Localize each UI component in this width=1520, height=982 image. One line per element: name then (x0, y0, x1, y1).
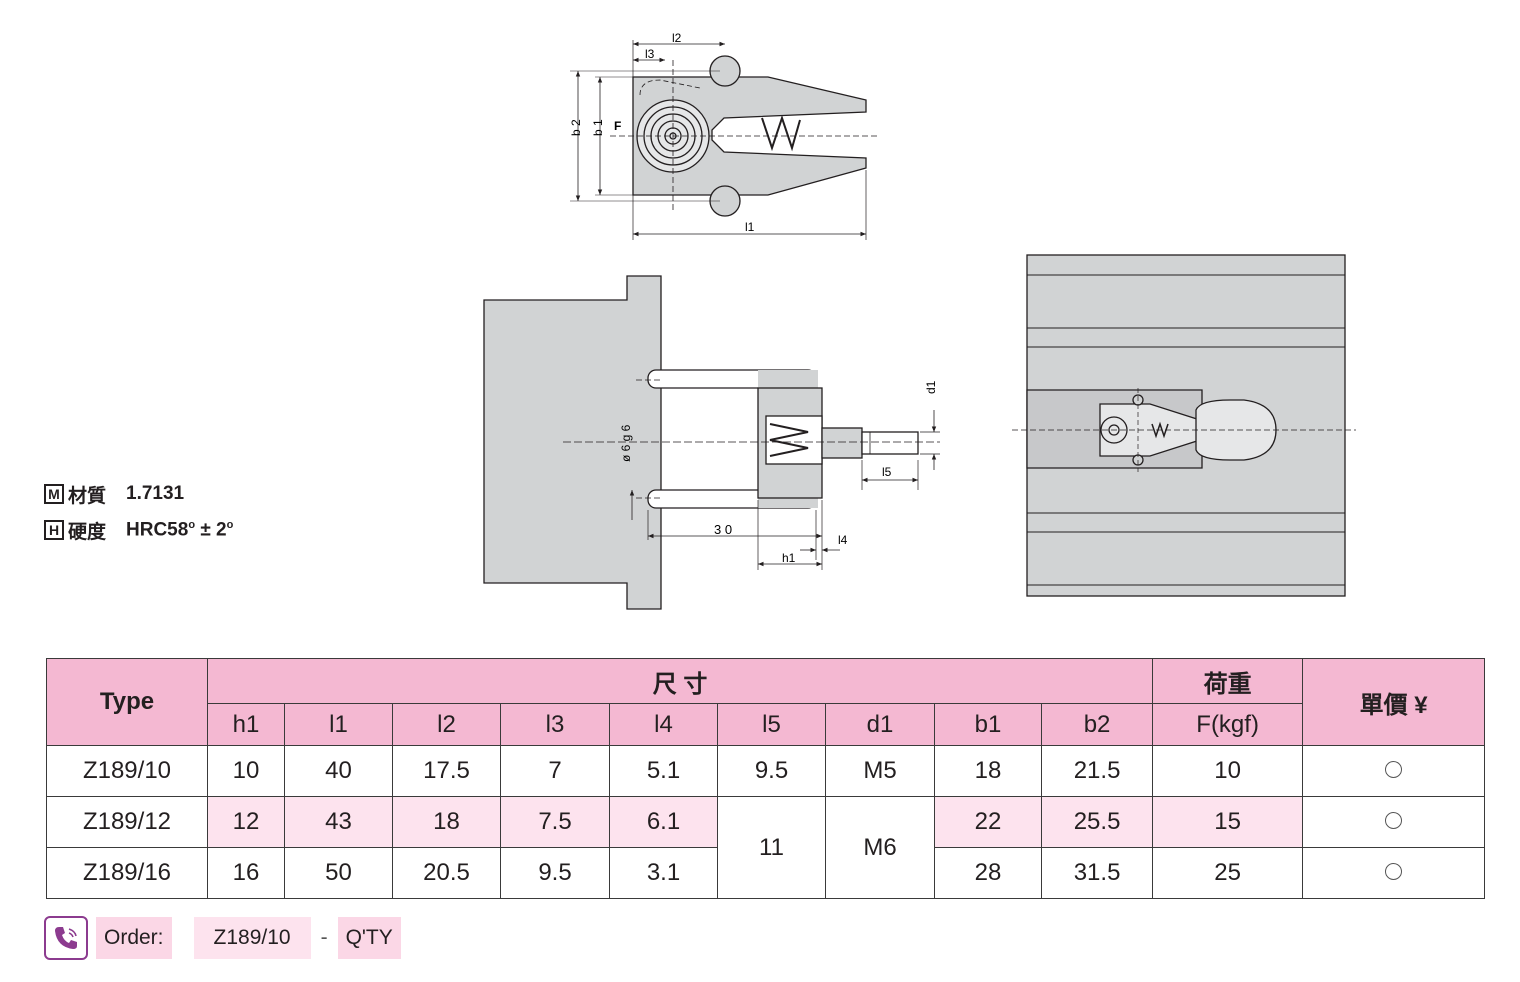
cell-l2: 17.5 (392, 745, 501, 797)
cell-l3: 7 (500, 745, 610, 797)
cell-l2: 18 (392, 796, 501, 848)
col-l2: l2 (392, 703, 501, 746)
material-info: M 材質 1.7131 H 硬度 HRC58o ± 2o (44, 476, 233, 548)
dim-l5-label: l5 (882, 465, 892, 479)
material-label: 材質 (68, 485, 107, 507)
col-d1: d1 (825, 703, 935, 746)
side-view-drawing (483, 275, 940, 610)
header-load: 荷重 (1152, 658, 1304, 704)
cell-b2: 21.5 (1040, 745, 1154, 797)
order-model[interactable]: Z189/10 (193, 917, 311, 959)
material-row: M 材質 1.7131 (44, 476, 233, 512)
order-qty[interactable]: Q'TY (337, 917, 401, 959)
cell-l1: 50 (284, 847, 393, 899)
header-type: Type (46, 658, 208, 746)
col-l5: l5 (717, 703, 826, 746)
cell-l1: 43 (284, 796, 393, 848)
cell-h1: 10 (207, 745, 285, 797)
cell-price (1302, 745, 1486, 797)
cell-h1: 16 (207, 847, 285, 899)
spec-table: Type 尺 寸 荷重 單價 ¥ h1 l1 l2 l3 l4 l5 d1 b1… (46, 658, 1486, 899)
hardness-label: 硬度 (68, 521, 107, 543)
dim-h1-label: h1 (782, 551, 796, 565)
price-circle-icon (1385, 761, 1403, 778)
dim-d1-label: d1 (924, 380, 938, 394)
col-l3: l3 (500, 703, 610, 746)
dim-l2-label: l2 (672, 31, 682, 45)
hardness-value: HRC58o ± 2o (126, 518, 234, 541)
header-dimensions: 尺 寸 (206, 658, 1154, 704)
header-load-unit: F(kgf) (1152, 703, 1304, 746)
cell-l3: 7.5 (500, 796, 610, 848)
price-circle-icon (1385, 863, 1403, 880)
cell-l4: 3.1 (609, 847, 718, 899)
col-b2: b2 (1040, 703, 1154, 746)
cell-type: Z189/10 (46, 745, 208, 797)
cell-d1: M5 (825, 745, 935, 797)
cell-b1: 28 (934, 847, 1042, 899)
col-l1: l1 (284, 703, 393, 746)
cell-l5: 9.5 (717, 745, 826, 797)
cell-d1: M6 (825, 796, 935, 899)
cell-h1: 12 (207, 796, 285, 848)
cell-load: 15 (1152, 796, 1304, 848)
header-price: 單價 ¥ (1302, 658, 1486, 746)
cell-type: Z189/12 (46, 796, 208, 848)
dim-l3-label: l3 (645, 47, 655, 61)
col-h1: h1 (207, 703, 285, 746)
force-f-label: F (614, 119, 621, 133)
col-l4: l4 (609, 703, 718, 746)
cell-load: 25 (1152, 847, 1304, 899)
cell-b2: 25.5 (1040, 796, 1154, 848)
material-badge-icon: M (44, 484, 64, 504)
cell-l2: 20.5 (392, 847, 501, 899)
installed-view-drawing (1012, 254, 1356, 597)
dim-b2-label: b 2 (569, 119, 583, 136)
hardness-badge-icon: H (44, 520, 64, 540)
cell-price (1302, 847, 1486, 899)
cell-price (1302, 796, 1486, 848)
top-view-drawing (570, 40, 880, 240)
cell-b2: 31.5 (1040, 847, 1154, 899)
hardness-row: H 硬度 HRC58o ± 2o (44, 512, 233, 548)
price-circle-icon (1385, 812, 1403, 829)
cell-type: Z189/16 (46, 847, 208, 899)
cell-l4: 5.1 (609, 745, 718, 797)
cell-b1: 18 (934, 745, 1042, 797)
cell-load: 10 (1152, 745, 1304, 797)
order-line: Order: Z189/10 - Q'TY (44, 914, 401, 962)
cell-l3: 9.5 (500, 847, 610, 899)
cell-l5: 11 (717, 796, 826, 899)
dim-phi-label: ø 6 g 6 (619, 424, 633, 462)
order-label: Order: (96, 917, 172, 959)
cell-b1: 22 (934, 796, 1042, 848)
table-row: Z189/16 16 50 20.5 9.5 3.1 28 31.5 25 (46, 847, 1486, 899)
dim-l1-label: l1 (745, 220, 755, 234)
table-row: Z189/10 10 40 17.5 7 5.1 9.5 M5 18 21.5 … (46, 745, 1486, 797)
table-row: Z189/12 12 43 18 7.5 6.1 11 M6 22 25.5 1… (46, 796, 1486, 899)
cell-l4: 6.1 (609, 796, 718, 848)
technical-drawings: l2 l3 l1 b 2 b 1 F ø 6 g 6 (483, 31, 1356, 610)
dim-b1-label: b 1 (591, 119, 605, 136)
order-dash: - (320, 926, 328, 949)
material-value: 1.7131 (126, 483, 185, 504)
col-b1: b1 (934, 703, 1042, 746)
dim-l4-label: l4 (838, 533, 848, 547)
dim-30-label: 3 0 (714, 522, 732, 537)
cell-l1: 40 (284, 745, 393, 797)
phone-icon (44, 916, 88, 960)
